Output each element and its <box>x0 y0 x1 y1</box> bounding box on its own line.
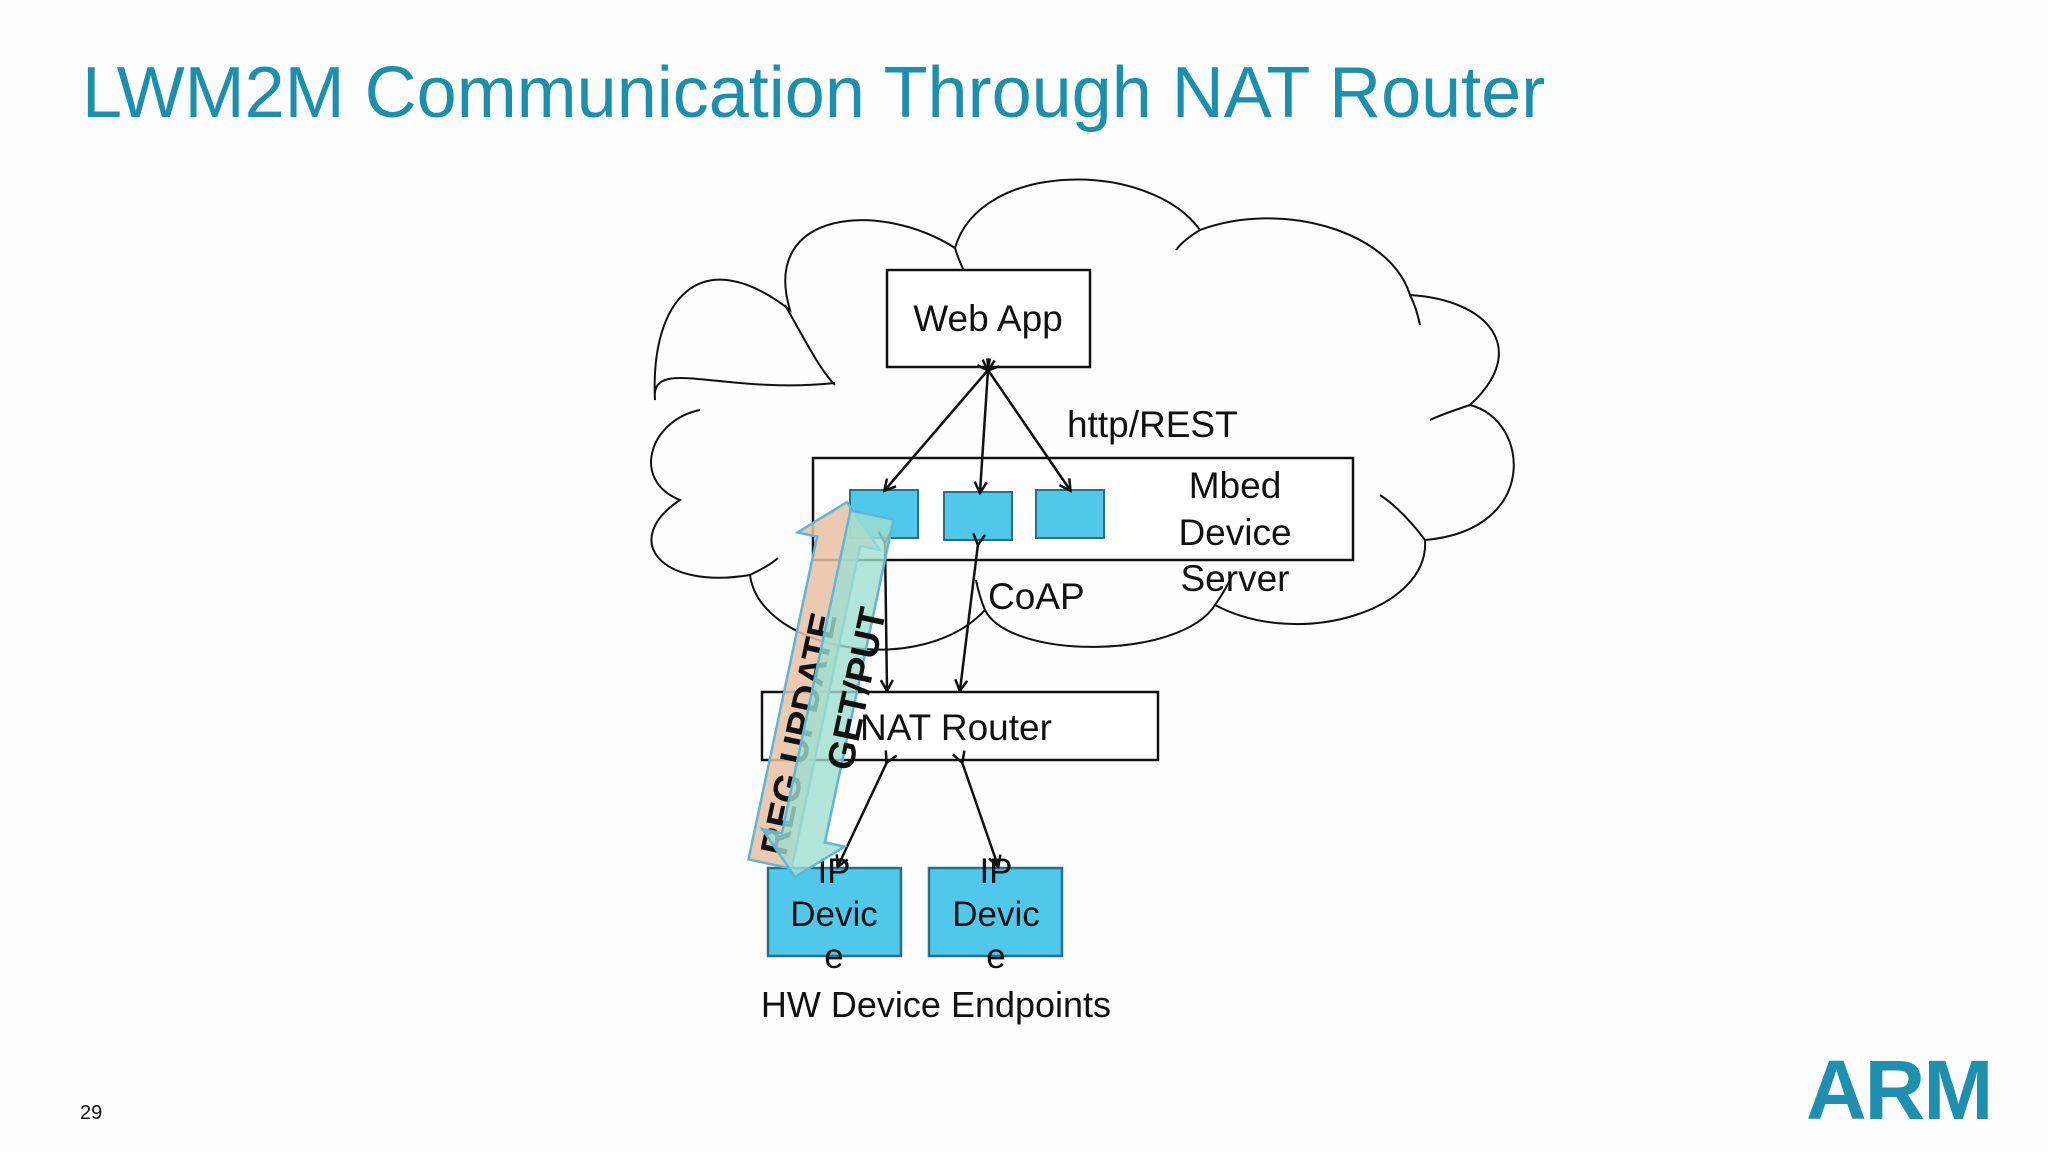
ip-device-1-box <box>766 866 903 958</box>
web-app-box <box>885 268 1092 369</box>
get-put-arrow <box>759 508 896 879</box>
ip-device-1-line3: e <box>824 937 843 976</box>
arm-logo: ARM <box>1806 1043 1993 1137</box>
endpoints-label: HW Device Endpoints <box>761 984 1111 1025</box>
rest-arrow-3 <box>988 370 1070 490</box>
ip-device-2-box <box>927 866 1064 958</box>
device-server-label-line3: Server <box>1181 558 1290 599</box>
ip-device-2-line3: e <box>986 937 1005 976</box>
web-app-label: Web App <box>913 298 1062 339</box>
rest-arrow-1 <box>885 370 988 490</box>
http-rest-label: http/REST <box>1067 404 1238 445</box>
coap-arrow-1 <box>885 542 887 690</box>
device-arrow-2 <box>962 762 998 866</box>
ip-device-1-line2: Devic <box>790 895 878 934</box>
server-module-3 <box>1035 489 1105 539</box>
nat-router-label: NAT Router <box>860 707 1052 748</box>
device-arrow-1 <box>838 762 887 866</box>
coap-label: CoAP <box>988 576 1085 617</box>
coap-arrow-2 <box>960 544 978 690</box>
slide-title: LWM2M Communication Through NAT Router <box>82 53 1546 133</box>
server-module-2 <box>943 491 1013 541</box>
slide-number: 29 <box>80 1102 103 1124</box>
device-server-label-line1: Mbed <box>1189 465 1282 506</box>
ip-device-2-line2: Devic <box>952 895 1040 934</box>
device-server-label-line2: Device <box>1178 512 1291 553</box>
